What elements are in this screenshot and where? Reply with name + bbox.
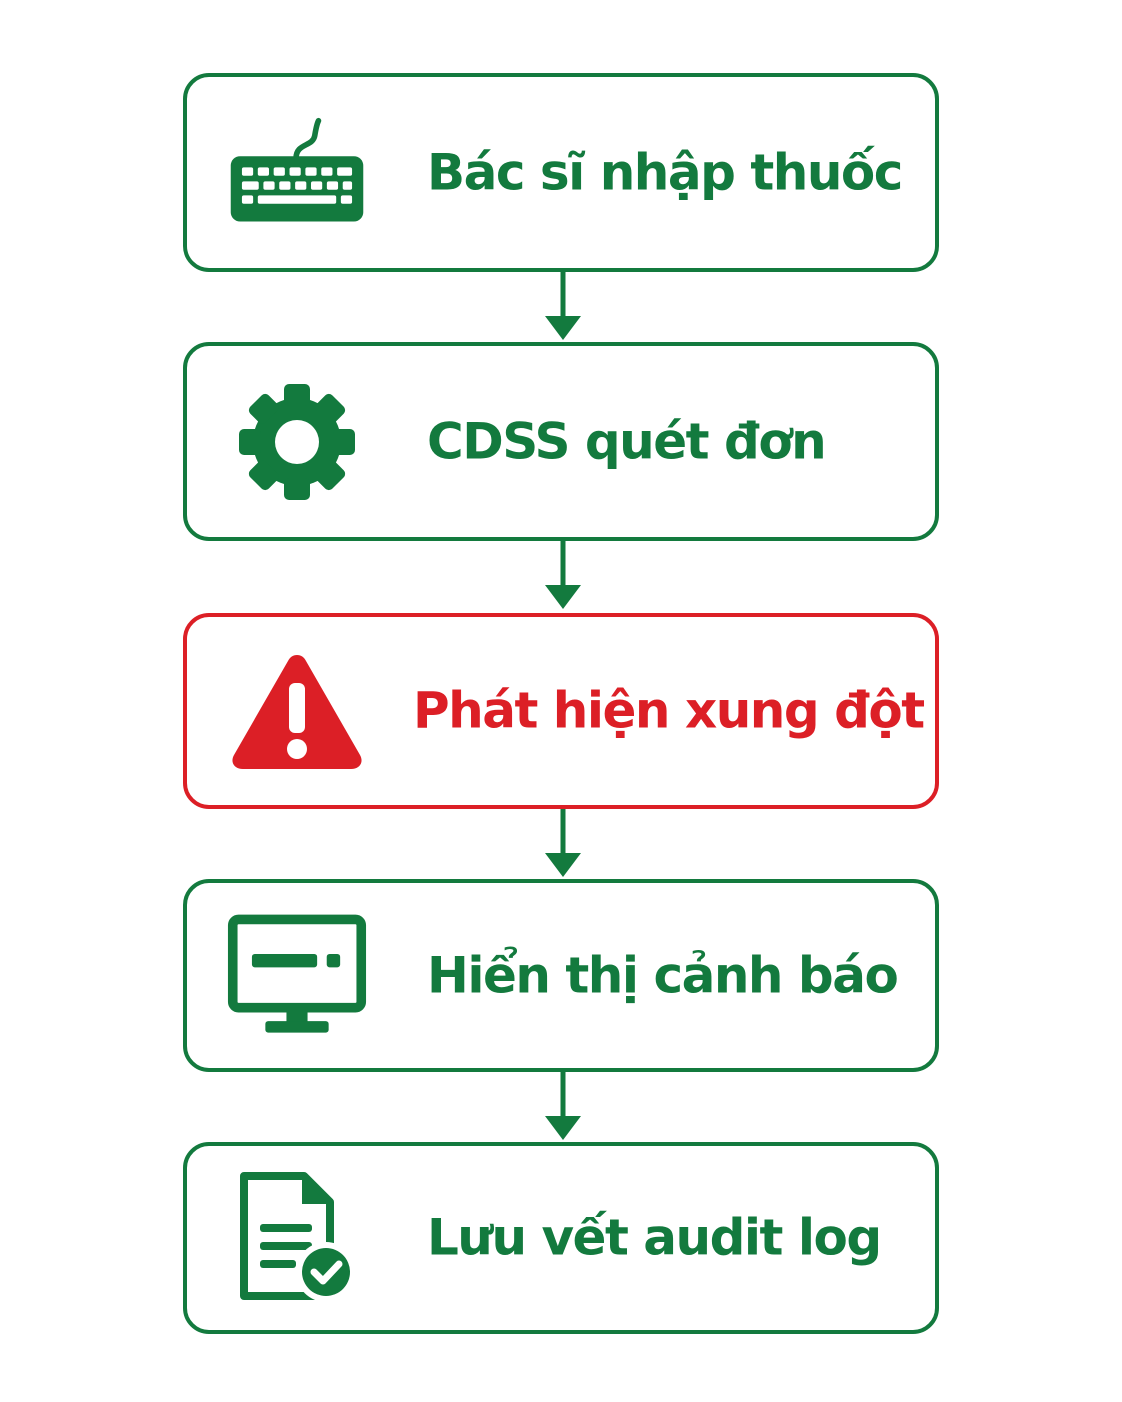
- arrow-down-icon: [545, 809, 581, 877]
- arrow-down-icon: [545, 1072, 581, 1140]
- arrow-down-icon: [545, 272, 581, 340]
- step-label: Phát hiện xung đột: [413, 681, 925, 740]
- step-label: CDSS quét đơn: [427, 412, 827, 470]
- step-cdss-scan: CDSS quét đơn: [183, 342, 939, 541]
- gear-icon: [227, 377, 367, 507]
- step-display-warning: Hiển thị cảnh báo: [183, 879, 939, 1072]
- keyboard-icon: [227, 108, 367, 238]
- step-label: Hiển thị cảnh báo: [427, 946, 899, 1004]
- step-save-audit-log: Lưu vết audit log: [183, 1142, 939, 1334]
- step-doctor-enters-drug: Bác sĩ nhập thuốc: [183, 73, 939, 272]
- step-conflict-detected: Phát hiện xung đột: [183, 613, 939, 809]
- document-check-icon: [227, 1172, 367, 1303]
- warning-triangle-icon: [227, 646, 367, 776]
- step-label: Bác sĩ nhập thuốc: [427, 143, 903, 201]
- arrow-down-icon: [545, 541, 581, 609]
- monitor-icon: [227, 911, 367, 1041]
- step-label: Lưu vết audit log: [427, 1208, 882, 1267]
